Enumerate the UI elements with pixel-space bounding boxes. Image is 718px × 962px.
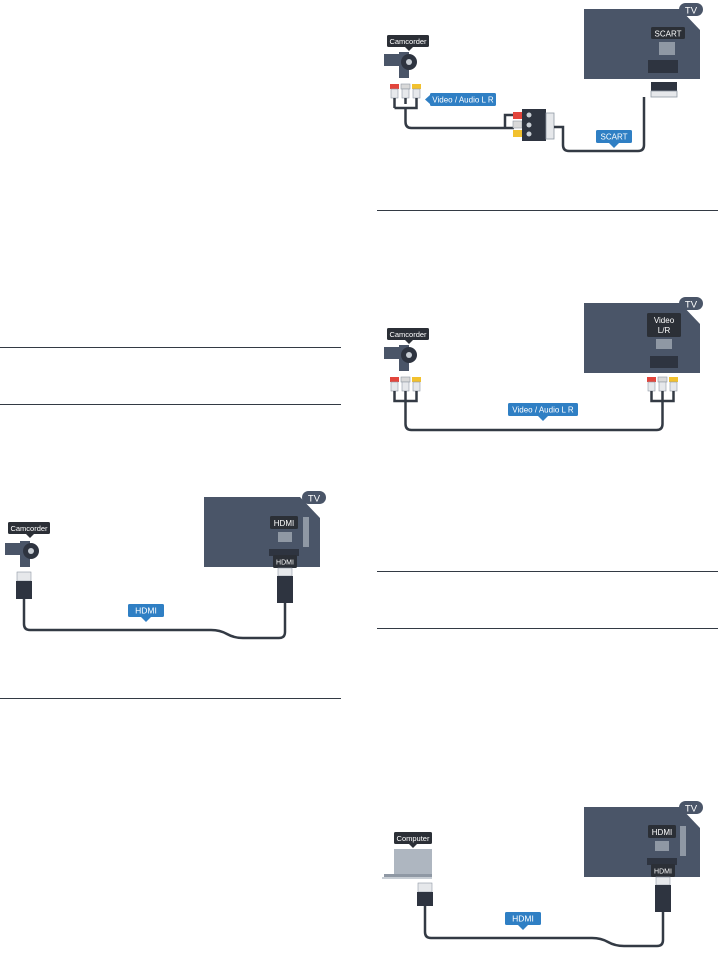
rca-plugs-tv: [647, 376, 678, 392]
section-divider: [377, 571, 718, 572]
hdmi-cable-label: HDMI: [505, 912, 541, 930]
lr-port-label: L/R: [658, 326, 671, 335]
hdmi-plug-label: HDMI: [276, 560, 294, 567]
svg-text:HDMI: HDMI: [135, 606, 157, 616]
hdmi-port-label: HDMI: [274, 519, 294, 528]
svg-text:Video / Audio L R: Video / Audio L R: [432, 96, 494, 105]
camcorder-icon: Camcorder: [5, 522, 50, 567]
tv-icon: TV HDMI: [584, 801, 703, 877]
video-audio-cable-label: Video / Audio L R: [508, 403, 578, 421]
scart-adapter: [512, 109, 555, 141]
hdmi-plug-tv: HDMI: [273, 555, 297, 603]
camcorder-icon: Camcorder: [384, 328, 429, 371]
video-port-label: Video: [654, 316, 675, 325]
svg-text:Video / Audio L R: Video / Audio L R: [512, 406, 574, 415]
hdmi-plug-camcorder: [16, 571, 32, 599]
tv-label: TV: [308, 494, 321, 505]
computer-icon: Computer: [382, 832, 432, 879]
section-divider: [0, 404, 341, 405]
tv-icon: TV Video L/R: [584, 297, 703, 373]
section-divider: [0, 347, 341, 348]
video-lr-diagram: TV Video L/R Camcorder: [384, 297, 703, 432]
hdmi-camcorder-diagram: TV HDMI HDMI Camcorder: [5, 491, 326, 640]
section-divider: [377, 210, 718, 211]
computer-label: Computer: [397, 834, 430, 843]
camcorder-icon: Camcorder: [384, 35, 429, 78]
camcorder-label: Camcorder: [389, 37, 427, 46]
video-audio-cable-label: Video / Audio L R: [425, 93, 496, 106]
tv-label: TV: [685, 804, 698, 815]
tv-icon: TV SCART: [584, 3, 703, 98]
camcorder-label: Camcorder: [10, 524, 48, 533]
rca-plugs-camcorder: [390, 376, 421, 392]
hdmi-cable-label: HDMI: [128, 604, 164, 622]
tv-icon: TV HDMI: [204, 491, 326, 567]
hdmi-computer-diagram: TV HDMI HDMI Computer: [382, 801, 703, 948]
hdmi-plug-computer: [417, 882, 433, 906]
hdmi-plug-label: HDMI: [654, 869, 672, 876]
section-divider: [377, 628, 718, 629]
scart-diagram: TV SCART Camcorder: [384, 3, 703, 153]
camcorder-label: Camcorder: [389, 330, 427, 339]
hdmi-plug-tv: HDMI: [651, 864, 675, 912]
scart-cable-label: SCART: [596, 130, 632, 148]
svg-text:SCART: SCART: [601, 133, 628, 142]
tv-label: TV: [685, 300, 698, 311]
rca-plugs: [390, 83, 421, 99]
section-divider: [0, 698, 341, 699]
scart-port-label: SCART: [655, 30, 682, 39]
svg-text:HDMI: HDMI: [512, 914, 534, 924]
tv-label: TV: [685, 6, 698, 17]
hdmi-port-label: HDMI: [652, 828, 672, 837]
